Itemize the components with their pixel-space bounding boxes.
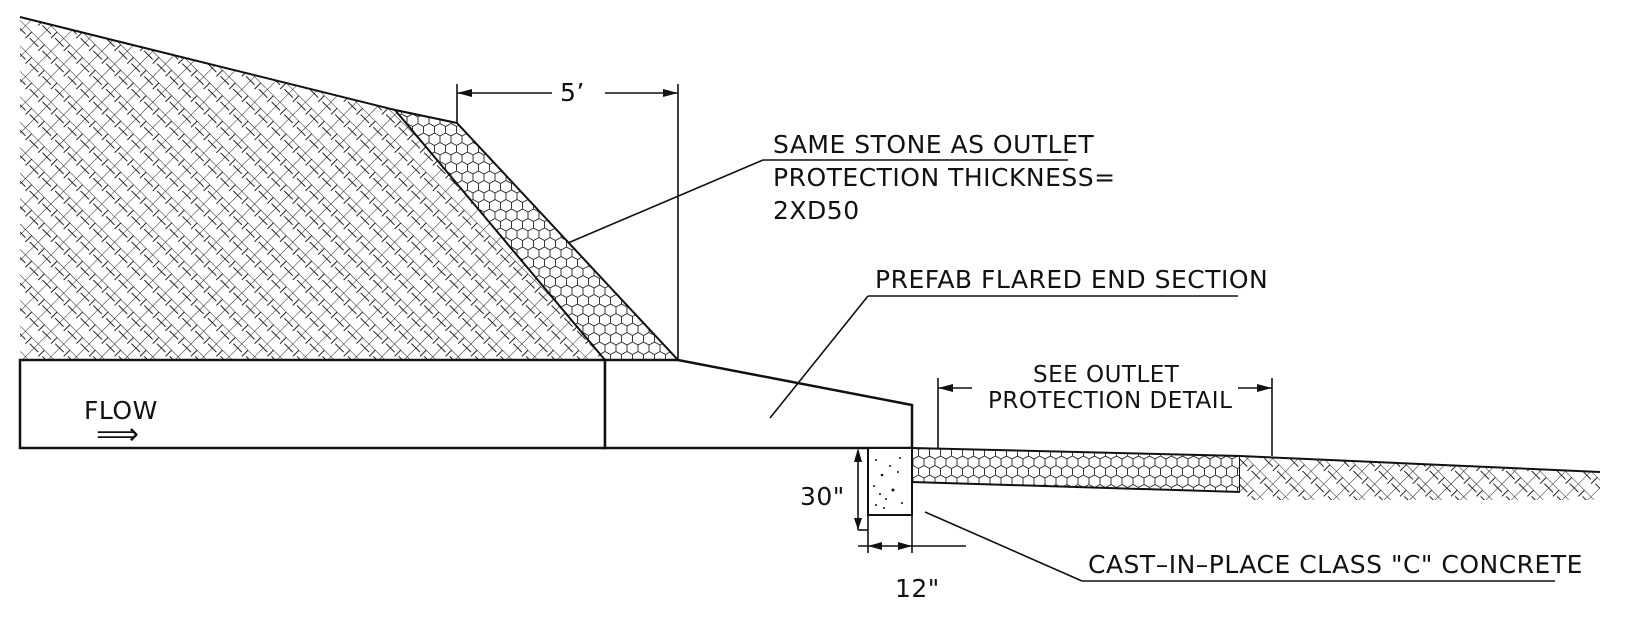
earth-embankment-hatch xyxy=(20,17,678,360)
downstream-earth-hatch xyxy=(1240,456,1600,500)
dimension-5ft xyxy=(456,84,679,360)
dimension-12in-label: 12" xyxy=(895,574,940,603)
stone-note-line-3: 2XD50 xyxy=(773,196,860,225)
pipe-barrel xyxy=(18,358,607,450)
flow-arrow-icon: ⟹ xyxy=(96,417,140,452)
outlet-protection-line-1: SEE OUTLET xyxy=(1033,362,1180,388)
dimension-30in-label: 30" xyxy=(800,482,845,511)
concrete-note-leader xyxy=(924,511,1555,582)
dimension-5ft-label: 5’ xyxy=(560,78,585,107)
concrete-stipple xyxy=(873,457,903,509)
flow-label: FLOW xyxy=(84,396,158,425)
dimension-12in xyxy=(858,515,966,553)
stone-note-leader xyxy=(567,159,1068,244)
outlet-protection-dimension xyxy=(937,378,1273,456)
outlet-protection-line-2: PROTECTION DETAIL xyxy=(988,388,1232,414)
stone-note-line-1: SAME STONE AS OUTLET xyxy=(773,130,1094,159)
outlet-apron-stone xyxy=(911,446,1241,494)
stone-note-line-2: PROTECTION THICKNESS= xyxy=(773,163,1116,192)
concrete-cutoff-wall xyxy=(867,447,913,516)
prefab-note-label: PREFAB FLARED END SECTION xyxy=(875,265,1268,294)
flared-end-section xyxy=(603,358,914,450)
concrete-note-label: CAST–IN–PLACE CLASS "C" CONCRETE xyxy=(1088,550,1583,579)
downstream-ground-line xyxy=(1239,455,1601,473)
dimension-30in xyxy=(854,448,868,531)
prefab-note-leader xyxy=(769,295,1238,419)
